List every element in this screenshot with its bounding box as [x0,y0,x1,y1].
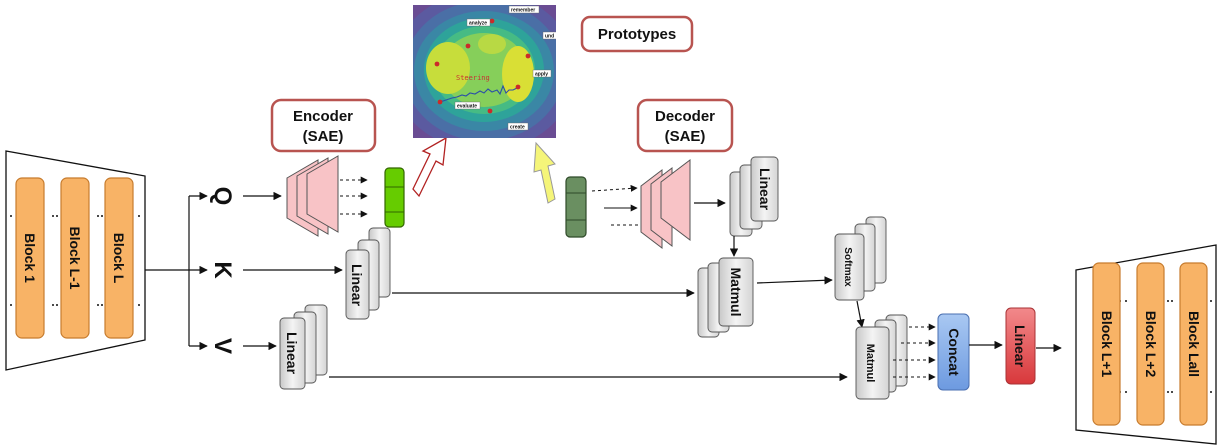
block-1 [15,177,45,339]
matmul-2-label: Matmul [864,344,876,383]
decoder-latent-code [565,176,587,238]
v-label: V [209,338,236,354]
heatmap-labels: remember und analyze apply evaluate crea… [454,5,556,131]
encoder-latent-code [384,167,405,228]
qkv-split-arrows [145,191,208,351]
encoder-title-line2: (SAE) [303,128,344,145]
steering-trajectory [439,84,518,103]
block-lall-label: Block Lall [1186,311,1202,377]
linear-v-label: Linear [284,332,300,375]
matmul-to-softmax-arrow [756,276,833,285]
encoder-title-line1: Encoder [293,108,353,125]
softmax-label: Softmax [842,247,853,287]
linear-v-stack [279,304,328,390]
prototypes-title: Prototypes [598,26,676,43]
linear-q-label: Linear [757,168,773,211]
matmul2-to-concat-arrows [893,323,936,381]
label-analyze: analyze [469,21,487,27]
decoder-title-line1: Decoder [655,108,715,125]
block-l-plus-2 [1136,262,1165,426]
concat-box [937,313,970,391]
right-block-stack: Block L+1 Block L+2 Block Lall [1075,244,1217,445]
steering-label: Steering [456,74,490,82]
block-l-label: Block L [111,233,127,284]
block-l [104,177,134,339]
encoder-sae [286,155,339,237]
matmul-1-stack [697,257,754,338]
left-block-stack: Block 1 Block L-1 Block L [5,150,146,371]
label-remember: remember [511,8,535,14]
softmax-stack [834,216,887,301]
block-l-minus-1 [60,177,90,339]
prototype-points [434,18,531,114]
encoder-dashed-arrows [340,176,368,218]
linear-out-label: Linear [1012,325,1028,368]
to-prototypes-hollow-arrow [412,136,447,198]
k-label: K [209,261,236,279]
block-l-plus-1 [1092,262,1121,426]
softmax-to-matmul2-arrow [856,300,865,328]
linear-out-box [1005,307,1036,385]
block-l-plus-2-label: Block L+2 [1143,311,1159,378]
q-label: Q [209,187,236,206]
prototype-heatmap: remember und analyze apply evaluate crea… [413,5,556,138]
left-dots [10,215,140,306]
prototypes-title-box: Prototypes [580,15,694,53]
label-create: create [510,125,525,131]
linear-k-stack [345,227,391,320]
label-apply: apply [535,72,548,78]
block-l-minus-1-label: Block L-1 [67,226,83,289]
label-understand: und [545,34,554,40]
from-prototypes-yellow-arrow [533,141,556,204]
label-evaluate: evaluate [457,104,477,110]
linear-k-label: Linear [349,264,365,307]
encoder-title-box: Encoder (SAE) [270,98,377,153]
linear-q-stack [729,156,779,237]
concat-label: Concat [946,328,962,376]
decoder-sae [640,158,691,250]
block-l-plus-1-label: Block L+1 [1099,311,1115,378]
decoder-title-box: Decoder (SAE) [636,98,734,153]
block-lall [1179,262,1208,426]
block-1-label: Block 1 [22,233,38,283]
decoder-title-line2: (SAE) [665,128,706,145]
matmul-1-label: Matmul [728,268,744,317]
matmul-2-stack [855,314,908,400]
